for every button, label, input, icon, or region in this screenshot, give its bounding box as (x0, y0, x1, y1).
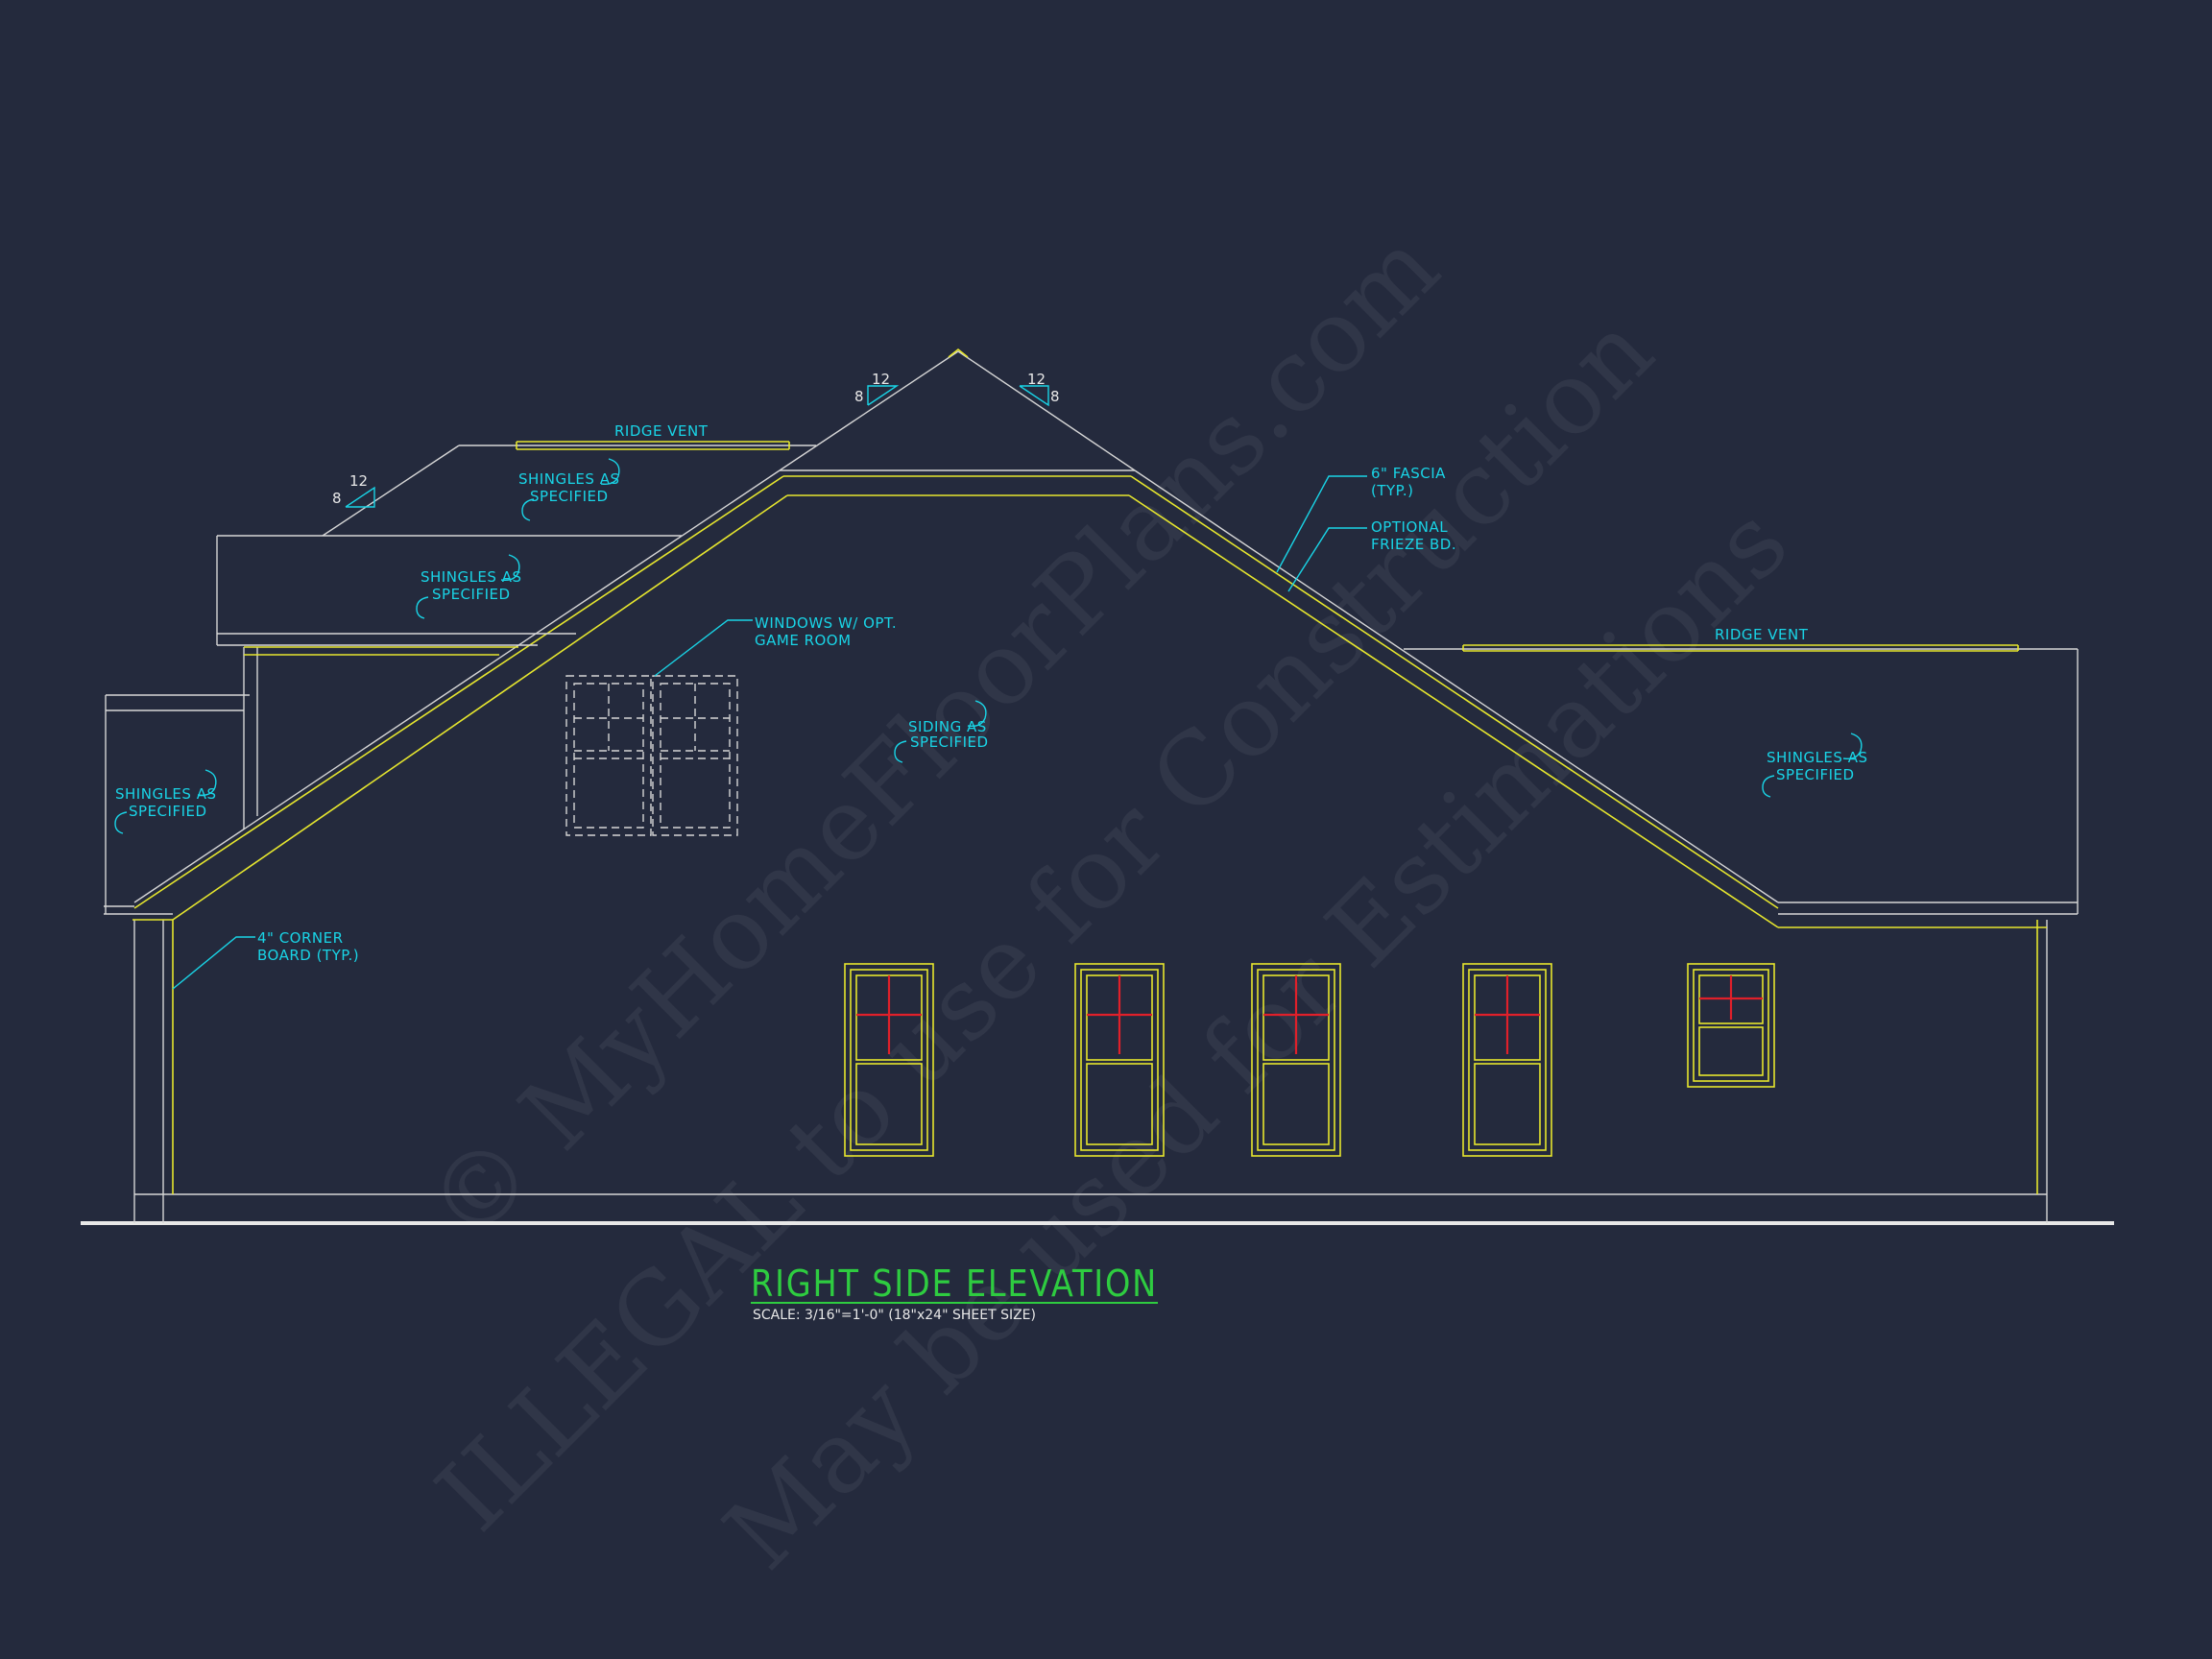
shingles-right-line-1: SHINGLES AS (1767, 749, 1867, 766)
annotation-leaders (114, 458, 1863, 990)
frieze-line-2: FRIEZE BD. (1371, 536, 1456, 553)
windows-note-line-1: WINDOWS W/ OPT. (755, 614, 897, 632)
shingles-upper-line-2: SPECIFIED (530, 488, 609, 505)
pitch-run-peak-right: 12 (1027, 371, 1046, 388)
building-outline (104, 348, 2079, 1223)
siding-line-2: SPECIFIED (910, 733, 989, 751)
corner-board-line-1: 4" CORNER (257, 929, 344, 947)
shingles-mid-line-1: SHINGLES AS (421, 568, 521, 586)
title-block: RIGHT SIDE ELEVATION SCALE: 3/16"=1'-0" … (751, 1262, 1158, 1323)
pitch-mark-peak-left: 12 8 (854, 371, 900, 406)
pitch-rise-peak-right: 8 (1050, 388, 1060, 405)
ridge-vent-label-left: RIDGE VENT (614, 422, 709, 440)
window-1 (844, 963, 934, 1157)
windows-note-line-2: GAME ROOM (755, 632, 852, 649)
drawing-scale: SCALE: 3/16"=1'-0" (18"x24" SHEET SIZE) (753, 1308, 1036, 1323)
game-room-windows (565, 675, 738, 836)
pitch-mark-left: 12 8 (332, 472, 375, 508)
window-2 (1074, 963, 1165, 1157)
ridge-vent-label-right: RIDGE VENT (1715, 626, 1809, 643)
window-4 (1462, 963, 1552, 1157)
window-3 (1251, 963, 1341, 1157)
shingles-left-line-2: SPECIFIED (129, 803, 207, 820)
annotations: RIDGE VENT RIDGE VENT SHINGLES AS SPECIF… (115, 422, 1867, 964)
shingles-upper-line-1: SHINGLES AS (518, 470, 619, 488)
watermark: © MyHomeFloorPlans.com ILLEGAL to use fo… (404, 208, 1810, 1591)
pitch-rise-left: 8 (332, 490, 342, 507)
pitch-run-peak-left: 12 (872, 371, 890, 388)
frieze-line-1: OPTIONAL (1371, 518, 1448, 536)
drawing-title: RIGHT SIDE ELEVATION (751, 1262, 1158, 1305)
shingles-right-line-2: SPECIFIED (1776, 766, 1855, 783)
siding-line-1: SIDING AS (908, 718, 987, 735)
shingles-left-line-1: SHINGLES AS (115, 785, 216, 803)
window-5 (1687, 963, 1775, 1088)
fascia-line-2: (TYP.) (1371, 482, 1414, 499)
shingles-mid-line-2: SPECIFIED (432, 586, 511, 603)
pitch-run-left: 12 (349, 472, 368, 490)
pitch-rise-peak-left: 8 (854, 388, 864, 405)
pitch-mark-peak-right: 12 8 (1019, 371, 1060, 407)
corner-board-line-2: BOARD (TYP.) (257, 947, 359, 964)
fascia-line-1: 6" FASCIA (1371, 465, 1446, 482)
